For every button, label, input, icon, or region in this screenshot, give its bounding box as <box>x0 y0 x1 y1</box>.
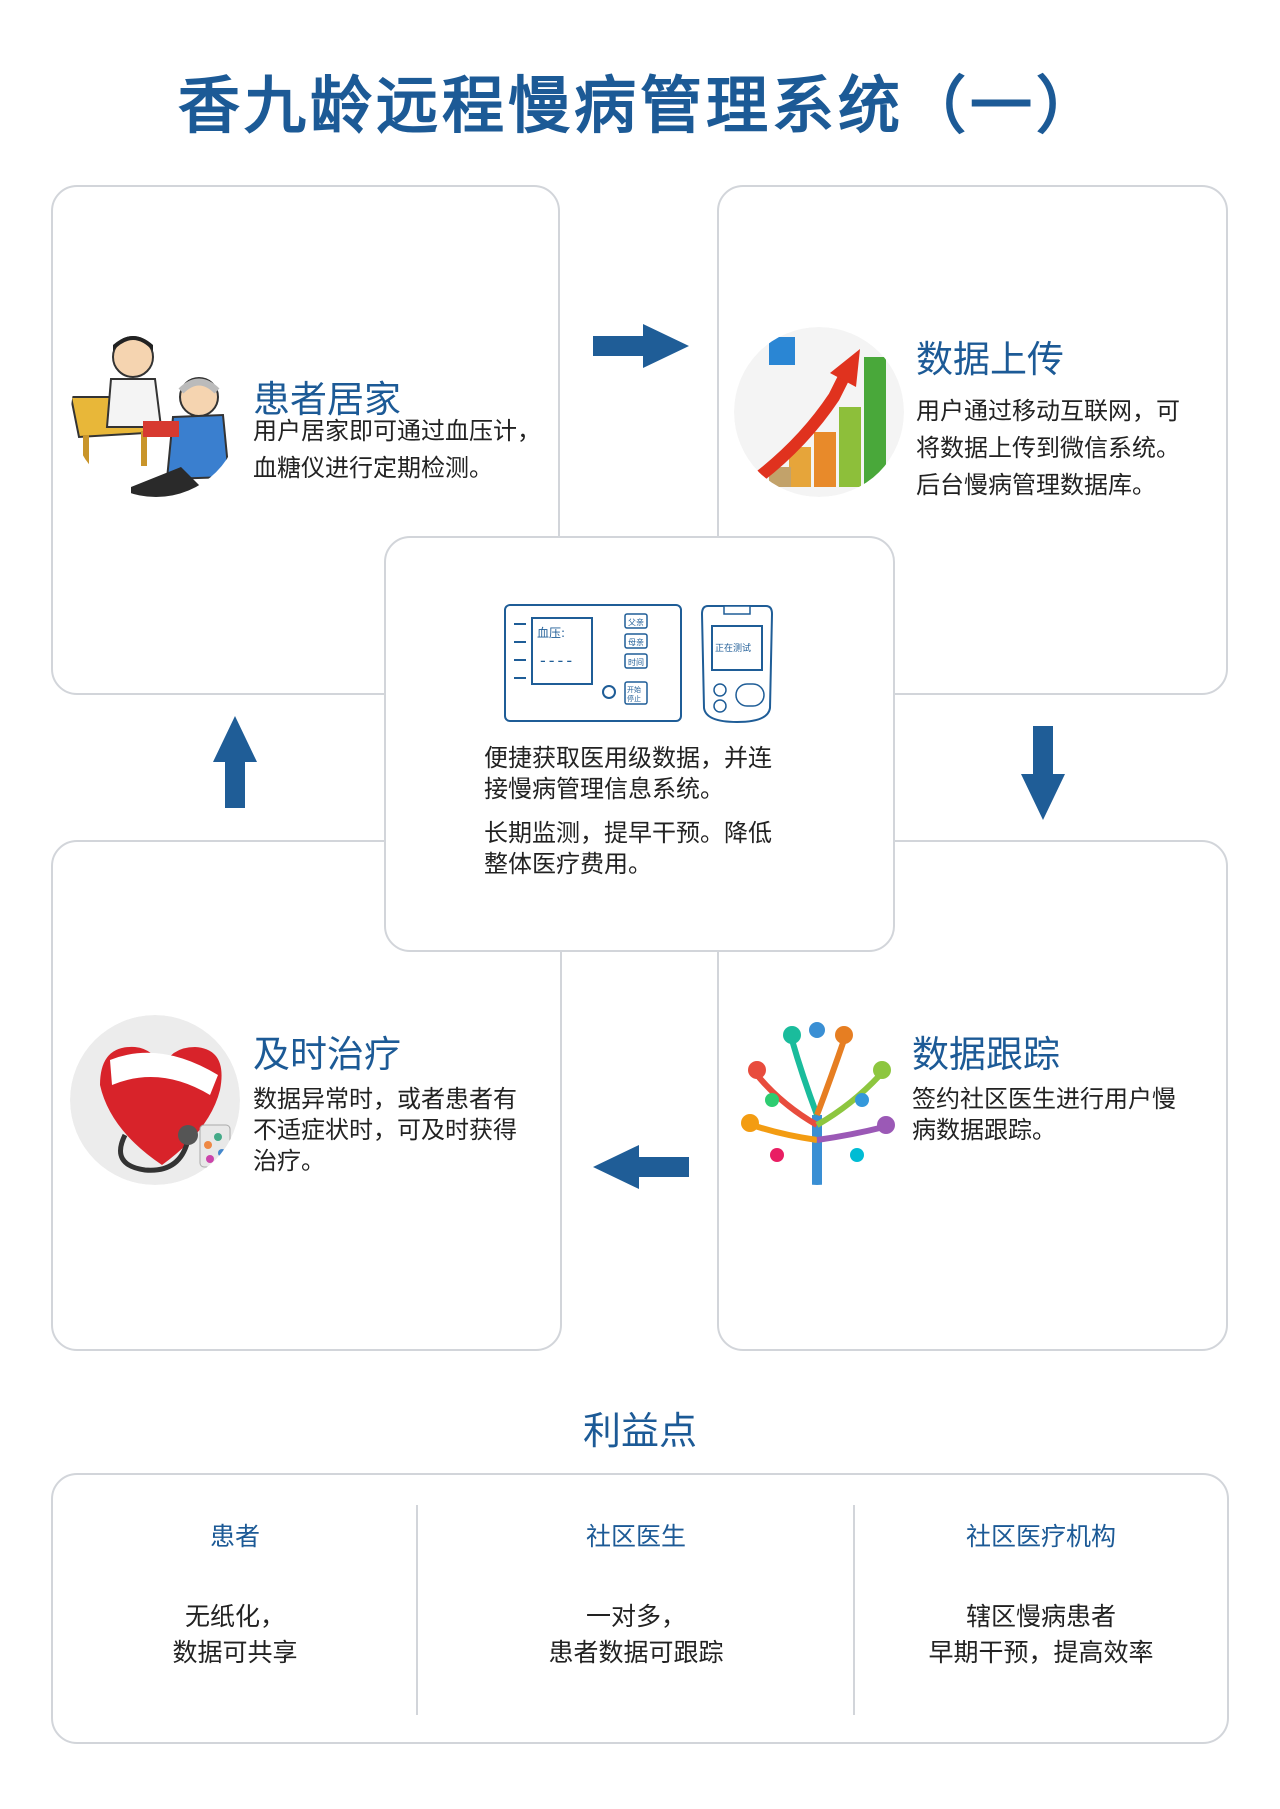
glucose-meter-icon: 正在测试 <box>700 605 774 724</box>
doctor-patient-icon <box>71 327 241 497</box>
card-data-upload: 数据上传 用户通过移动互联网，可 将数据上传到微信系统。 后台慢病管理数据库。 <box>717 185 1228 695</box>
growth-chart-icon <box>734 327 904 497</box>
card-title: 及时治疗 <box>253 1033 401 1076</box>
benefit-body: 无纸化， 数据可共享 <box>172 1602 298 1667</box>
card-description: 用户居家即可通过血压计， 血糖仪进行定期检测。 <box>253 417 541 482</box>
data-tree-icon <box>732 1015 902 1185</box>
benefit-body: 辖区慢病患者 早期干预，提高效率 <box>928 1602 1154 1667</box>
button-start-stop: 开始停止 <box>627 685 641 703</box>
card-title: 患者居家 <box>253 378 401 421</box>
benefits-heading: 利益点 <box>582 1409 697 1453</box>
card-description: 数据异常时，或者患者有 不适症状时，可及时获得 治疗。 <box>253 1085 517 1175</box>
glucose-label: 正在测试 <box>715 642 751 654</box>
divider <box>416 1505 418 1715</box>
benefit-patient: 患者 无纸化， 数据可共享 <box>53 1475 417 1742</box>
page-title: 香九龄远程慢病管理系统（一） <box>177 69 1102 142</box>
benefit-body: 一对多， 患者数据可跟踪 <box>548 1602 724 1667</box>
heart-stethoscope-icon <box>70 1015 240 1185</box>
button-time: 时间 <box>628 657 644 667</box>
card-title: 数据上传 <box>916 338 1064 381</box>
arrow-right-icon <box>593 324 689 368</box>
benefit-community-institution: 社区医疗机构 辖区慢病患者 早期干预，提高效率 <box>855 1475 1227 1742</box>
benefit-title: 患者 <box>209 1522 260 1551</box>
card-description: 用户通过移动互联网，可 将数据上传到微信系统。 后台慢病管理数据库。 <box>916 397 1180 499</box>
center-description-1: 便捷获取医用级数据，并连 接慢病管理信息系统。 <box>484 744 772 803</box>
button-father: 父亲 <box>628 617 644 627</box>
card-description: 签约社区医生进行用户慢 病数据跟踪。 <box>912 1085 1176 1144</box>
arrow-down-icon <box>1021 726 1065 820</box>
benefit-community-doctor: 社区医生 一对多， 患者数据可跟踪 <box>418 1475 854 1742</box>
divider <box>853 1505 855 1715</box>
benefit-title: 社区医疗机构 <box>965 1522 1116 1551</box>
benefit-title: 社区医生 <box>585 1522 686 1551</box>
blood-pressure-monitor-icon: 血压: ---- 父亲 母亲 时间 开始停止 <box>504 604 682 722</box>
bp-value: ---- <box>540 651 575 670</box>
card-patient-home: 患者居家 用户居家即可通过血压计， 血糖仪进行定期检测。 <box>51 185 560 695</box>
card-center-devices: 血压: ---- 父亲 母亲 时间 开始停止 正在测试 便捷获取医用级数据，并连… <box>384 536 895 952</box>
benefits-box: 患者 无纸化， 数据可共享 社区医生 一对多， 患者数据可跟踪 社区医疗机构 辖… <box>51 1473 1229 1744</box>
arrow-left-icon <box>593 1145 689 1189</box>
arrow-up-icon <box>213 716 257 808</box>
button-mother: 母亲 <box>628 637 644 647</box>
center-description-2: 长期监测，提早干预。降低 整体医疗费用。 <box>484 819 772 878</box>
card-title: 数据跟踪 <box>912 1033 1060 1076</box>
bp-label: 血压: <box>537 626 565 640</box>
